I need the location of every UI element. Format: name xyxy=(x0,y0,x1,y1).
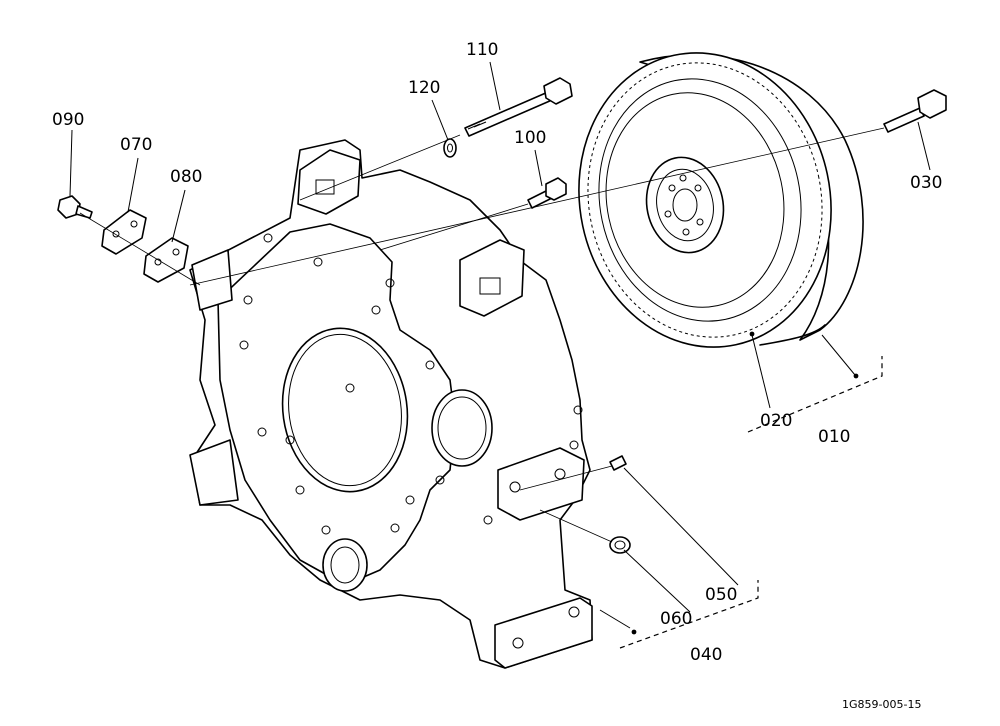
callout-120: 120 xyxy=(408,78,440,98)
dowel-pin-050 xyxy=(609,455,627,471)
callout-040: 040 xyxy=(690,645,722,665)
centerlines xyxy=(79,127,885,543)
group-bracket-010 xyxy=(747,331,883,433)
callout-060: 060 xyxy=(660,609,692,629)
screw-090 xyxy=(57,195,93,219)
plate-080 xyxy=(143,237,189,283)
figure-reference: 1G859-005-15 xyxy=(842,698,921,711)
flywheel-bolt-030 xyxy=(883,89,947,133)
callout-020: 020 xyxy=(760,411,792,431)
housing-bore xyxy=(281,327,409,493)
callout-010: 010 xyxy=(818,427,850,447)
callout-050: 050 xyxy=(705,585,737,605)
plug-060 xyxy=(609,536,631,554)
callout-070: 070 xyxy=(120,135,152,155)
flywheel-housing xyxy=(189,139,593,669)
callout-100: 100 xyxy=(514,128,546,148)
flywheel-assembly xyxy=(578,52,864,348)
callout-080: 080 xyxy=(170,167,202,187)
callout-030: 030 xyxy=(910,173,942,193)
leader-lines xyxy=(69,61,931,629)
washer-120 xyxy=(443,138,457,158)
callout-090: 090 xyxy=(52,110,84,130)
callout-110: 110 xyxy=(466,40,498,60)
bolt-100 xyxy=(527,177,567,209)
long-bolt-110 xyxy=(464,77,573,137)
group-bracket-040 xyxy=(619,580,759,649)
plate-070 xyxy=(101,209,147,255)
